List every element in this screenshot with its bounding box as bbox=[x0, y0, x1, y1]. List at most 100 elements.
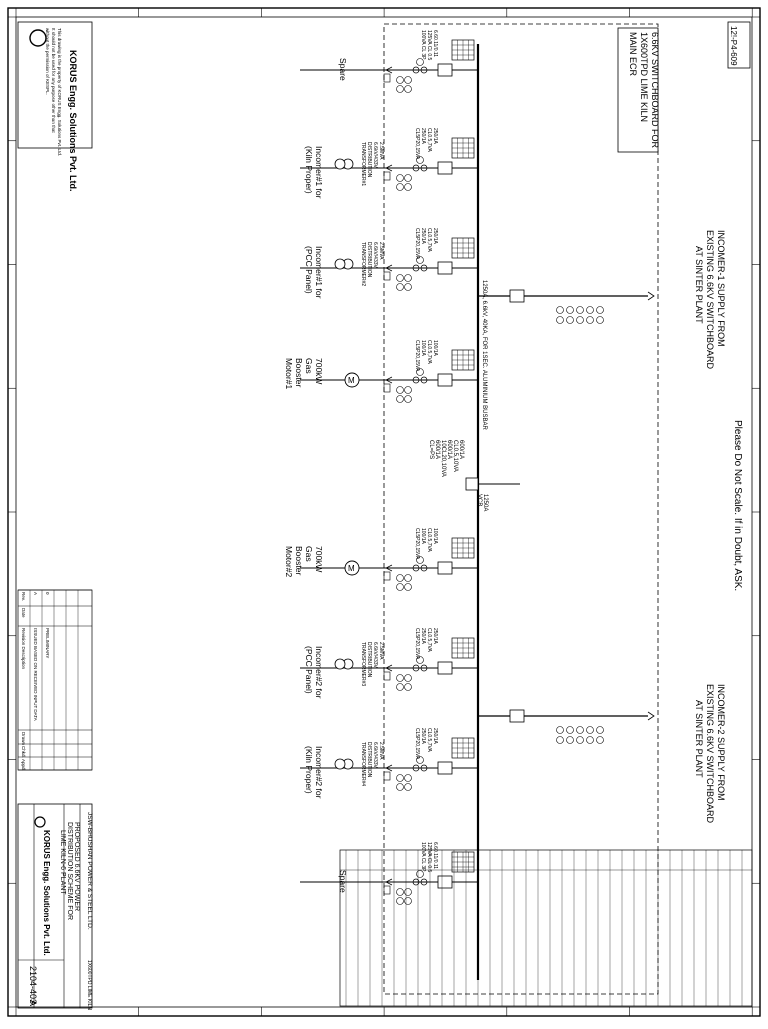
incomer1-line3: AT SINTER PLANT bbox=[694, 246, 704, 324]
relay-icon bbox=[396, 783, 404, 791]
relay-icon bbox=[566, 736, 574, 744]
feeder-rating: CL5P20,15VA bbox=[414, 628, 420, 660]
drawing-number: 2104-403 bbox=[28, 966, 38, 1004]
motor-icon bbox=[344, 372, 360, 388]
feeder-rating: 125VA CL 0.5 bbox=[426, 842, 432, 873]
relay-icon bbox=[556, 306, 564, 314]
incomer2-line1: INCOMER-2 SUPPLY FROM bbox=[716, 684, 726, 801]
relay-panel bbox=[451, 851, 475, 873]
feeder-rating: 250/1A bbox=[432, 228, 438, 245]
title-block: JSW-BHUSHAN POWER & STEEL LTD. PROPOSED … bbox=[17, 803, 93, 1010]
board-title-line1: 6.6KV SWITCHBOARD FOR bbox=[650, 32, 660, 149]
board-title-box bbox=[617, 27, 659, 153]
motor-icon-glyph: M bbox=[348, 564, 355, 573]
feeder-bay: 250/1ACL0.5,7VA250/1ACL5P20,15VA2.5MVA6.… bbox=[300, 728, 478, 799]
relay-icon bbox=[404, 283, 412, 291]
relay-icon bbox=[586, 726, 594, 734]
earth-switch-icon bbox=[383, 671, 391, 681]
transformer-rating: DISTRIBUTION bbox=[366, 142, 372, 178]
ct-icon bbox=[420, 564, 428, 572]
feeder-bay: 250/1ACL0.5,7VA250/1ACL5P20,15VA2.5MVA6.… bbox=[300, 128, 478, 199]
feeder-rating: CL0.5,7VA bbox=[426, 628, 432, 652]
incomer-circuits bbox=[465, 289, 655, 744]
grid-reference-ticks bbox=[8, 8, 760, 1016]
relay-icon bbox=[404, 674, 412, 682]
company-disclaimer-2: It should not be used for any purpose ot… bbox=[51, 28, 56, 133]
cable-termination-icon bbox=[385, 66, 393, 74]
relay-icon bbox=[396, 174, 404, 182]
revision-header: Rev. bbox=[21, 592, 26, 601]
relay-icon bbox=[396, 774, 404, 782]
transformer-rating: DISTRIBUTION bbox=[366, 642, 372, 678]
relay-icon bbox=[396, 183, 404, 191]
ct-icon bbox=[412, 664, 420, 672]
transformer-rating: 2.5MVA bbox=[378, 142, 384, 160]
bus-coupler-ct3: 600/1A bbox=[434, 440, 440, 459]
bus-coupler-vcb: VCB bbox=[476, 494, 482, 506]
cable-termination-icon bbox=[385, 878, 393, 886]
incomer-vcb bbox=[509, 289, 525, 303]
incomer2-line3: AT SINTER PLANT bbox=[694, 700, 704, 778]
feeder-label: 700kW bbox=[314, 546, 324, 572]
revision-cell: ISSUED BASED ON RECEIVED INPUT DATA bbox=[33, 628, 38, 721]
incomer2-line2: EXISTING 6.6KV SWITCHBOARD bbox=[705, 684, 715, 824]
relay-panel bbox=[451, 537, 475, 559]
feeder-rating: CL5P20,15VA bbox=[414, 228, 420, 260]
feeder-rating: 250/1A bbox=[432, 728, 438, 745]
transformer-icon bbox=[334, 258, 346, 270]
relay-icon bbox=[396, 583, 404, 591]
company-disclaimer-3: without the permission of KESPL. bbox=[45, 28, 50, 95]
transformer-rating: 6.6kV/433V bbox=[372, 242, 378, 269]
meter-icon bbox=[416, 58, 424, 66]
feeder-label: Spare bbox=[338, 58, 348, 81]
incomer-vcb bbox=[509, 709, 525, 723]
transformer-icon bbox=[334, 758, 346, 770]
revision-header: Appd. bbox=[21, 759, 26, 771]
meter-icon bbox=[416, 368, 424, 376]
relay-icon bbox=[396, 574, 404, 582]
cable-termination-icon bbox=[385, 664, 393, 672]
revision-cell: PRELIMINARY bbox=[45, 628, 50, 658]
feeder-rating: 100/1A bbox=[432, 340, 438, 357]
feeder-label: Incomer#1 for bbox=[314, 246, 324, 299]
relay-icon bbox=[404, 174, 412, 182]
relay-icon bbox=[566, 306, 574, 314]
meter-icon bbox=[416, 556, 424, 564]
ct-icon bbox=[420, 66, 428, 74]
board-title-line2: 1X600TPD LIME KILN bbox=[639, 32, 649, 122]
feeder-rating: 250/1A bbox=[432, 628, 438, 645]
relay-icon bbox=[586, 306, 594, 314]
incomer1-label: INCOMER-1 SUPPLY FROM EXISTING 6.6KV SWI… bbox=[694, 230, 726, 370]
transformer-icon bbox=[334, 158, 346, 170]
board-title: 6.6KV SWITCHBOARD FOR 1X600TPD LIME KILN… bbox=[628, 32, 660, 149]
transformer-rating: 2.5MVA bbox=[378, 242, 384, 260]
revision-letter: A bbox=[28, 1000, 38, 1006]
page-ref: 12!-P4-609 bbox=[729, 26, 738, 66]
ct-icon bbox=[412, 264, 420, 272]
feeder-rating: 250/1A bbox=[420, 628, 426, 645]
feeder-label: Gas bbox=[304, 546, 314, 562]
bus-coupler-vcb-rating: 1250A bbox=[482, 494, 488, 511]
meter-icon bbox=[416, 756, 424, 764]
feeder-label: Booster bbox=[294, 546, 304, 575]
feeder-label: Motor#1 bbox=[284, 358, 294, 389]
ct-icon bbox=[420, 878, 428, 886]
bus-coupler-ct1: 600/1A bbox=[458, 440, 464, 459]
vcb-symbol bbox=[437, 661, 453, 675]
symbol-legend bbox=[339, 849, 753, 1007]
relay-panel bbox=[451, 137, 475, 159]
company-disclaimer-1: This drawing is the property of KORUS En… bbox=[57, 28, 62, 156]
incoming-arrow-icon bbox=[647, 291, 655, 301]
motor-icon-glyph: M bbox=[348, 376, 355, 385]
board-title-line3: MAIN ECR bbox=[628, 32, 638, 77]
vcb-symbol bbox=[437, 875, 453, 889]
vcb-symbol bbox=[437, 761, 453, 775]
project-line3: LIME KILN-6 PLANT bbox=[59, 830, 66, 895]
transformer-rating: 2.5MVA bbox=[378, 742, 384, 760]
incoming-arrow-icon bbox=[647, 711, 655, 721]
revision-header: Date bbox=[21, 608, 26, 618]
revision-cell: 0 bbox=[45, 592, 50, 595]
ct-icon bbox=[420, 164, 428, 172]
bus-coupler-vcb bbox=[465, 477, 479, 491]
